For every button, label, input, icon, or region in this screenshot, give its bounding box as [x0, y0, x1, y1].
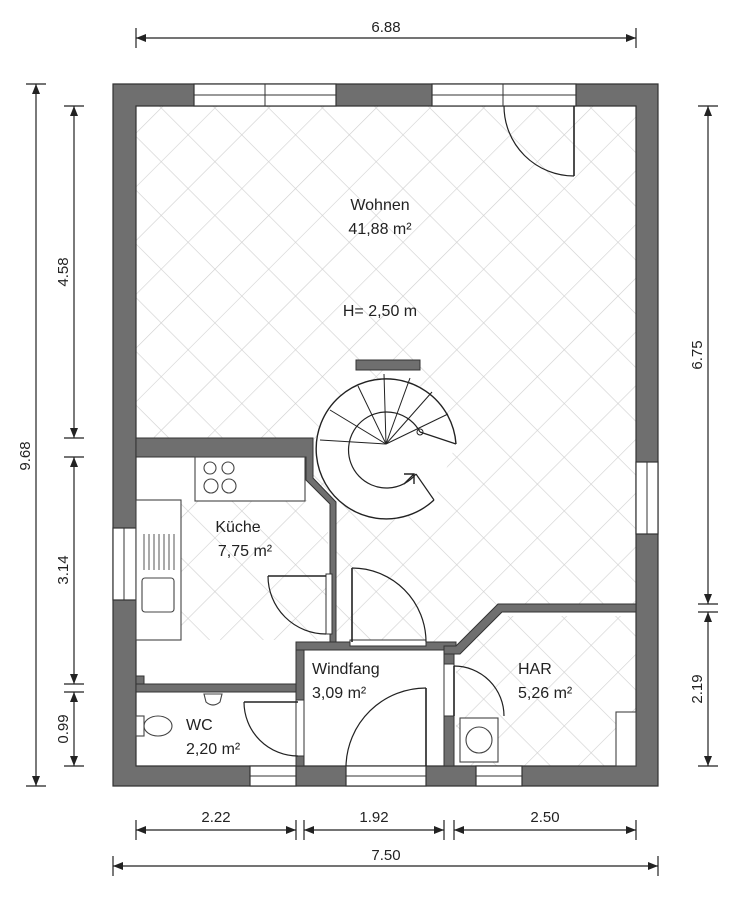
room-name: HAR — [518, 661, 552, 678]
dimension-top: 6.88 — [135, 19, 637, 48]
room-label-wohnen: Wohnen 41,88 m² H= 2,50 m — [343, 197, 417, 320]
dim-label-left-overall: 9.68 — [17, 441, 34, 470]
dimension-right: 6.75 2.19 — [689, 105, 718, 767]
room-label-kueche: Küche 7,75 m² — [215, 519, 272, 560]
window-bottom-har — [475, 765, 523, 787]
room-area: 2,20 m² — [186, 741, 241, 758]
room-area: 3,09 m² — [312, 685, 367, 702]
window-left-kitchen — [112, 527, 137, 601]
dim-label-left-upper: 4.58 — [55, 257, 72, 286]
door-har — [443, 663, 505, 717]
room-height: H= 2,50 m — [343, 303, 417, 320]
window-bottom-wc — [249, 765, 297, 787]
doors — [243, 105, 575, 767]
dim-label-left-lower: 0.99 — [55, 714, 72, 743]
kitchen-fixtures — [135, 456, 306, 641]
room-label-har: HAR 5,26 m² — [518, 661, 573, 702]
dimension-left-parts: 4.58 3.14 0.99 — [55, 105, 84, 767]
dim-label-bottom-wc: 2.22 — [201, 809, 230, 826]
room-area: 5,26 m² — [518, 685, 573, 702]
windows — [112, 83, 659, 787]
room-name: Wohnen — [350, 197, 409, 214]
spiral-staircase — [315, 359, 457, 520]
dimension-bottom-parts: 2.22 1.92 2.50 — [135, 809, 637, 840]
door-kitchen — [267, 573, 333, 635]
room-area: 7,75 m² — [218, 543, 273, 560]
room-area: 41,88 m² — [348, 221, 412, 238]
wc-fixtures — [135, 693, 223, 737]
door-entry — [345, 687, 427, 767]
dim-label-right-upper: 6.75 — [689, 340, 706, 369]
room-name: Windfang — [312, 661, 380, 678]
dim-label-bottom-windfang: 1.92 — [359, 809, 388, 826]
dimension-bottom-total: 7.50 — [112, 847, 659, 876]
door-wc — [243, 699, 305, 757]
har-fixtures — [459, 711, 637, 767]
dim-label-left-middle: 3.14 — [55, 555, 72, 584]
dimension-left-overall: 9.68 — [17, 83, 46, 787]
door-windfang-living — [349, 567, 427, 647]
room-name: WC — [186, 717, 213, 734]
window-top-right — [431, 83, 577, 107]
room-name: Küche — [215, 519, 260, 536]
room-label-wc: WC 2,20 m² — [186, 717, 241, 758]
room-label-windfang: Windfang 3,09 m² — [312, 661, 380, 702]
dim-label-bottom-har: 2.50 — [530, 809, 559, 826]
door-terrace — [503, 105, 575, 177]
window-top-left — [193, 83, 337, 107]
window-right — [635, 461, 659, 535]
dim-label-bottom-total: 7.50 — [371, 847, 400, 864]
dim-label-top: 6.88 — [371, 19, 400, 36]
window-bottom-entry — [345, 765, 427, 787]
dim-label-right-lower: 2.19 — [689, 674, 706, 703]
floor-tiles — [136, 106, 636, 766]
